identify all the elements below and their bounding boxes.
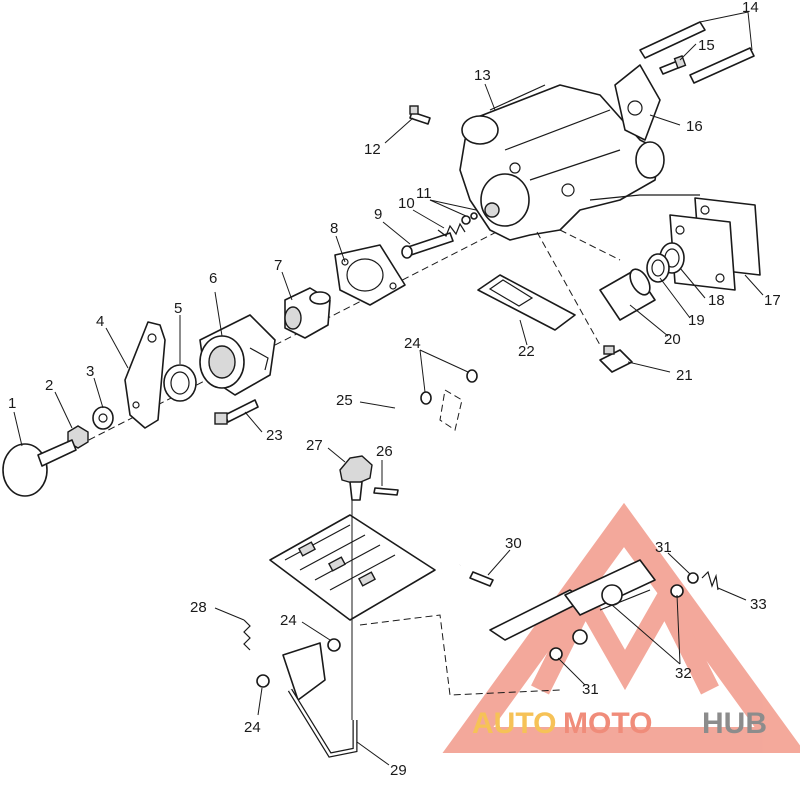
callout-16: 16 [686,118,703,135]
watermark-moto: MOTO [563,707,652,740]
knob-27 [339,455,373,501]
screw-15 [659,55,687,75]
callout-5: 5 [174,300,182,317]
callout-1: 1 [8,395,16,412]
callout-25: 25 [336,392,353,409]
callout-32: 32 [675,665,692,682]
clip-24-mid [256,638,341,688]
plates-17 [669,197,761,291]
callout-3: 3 [86,363,94,380]
carburetor-housing [459,84,700,241]
spring-10 [437,222,466,237]
callout-28: 28 [190,599,207,616]
callout-24-top: 24 [404,335,421,352]
callout-7: 7 [274,257,282,274]
screw-12 [409,105,431,125]
spring-33 [701,570,719,591]
needle-9 [401,232,454,259]
callout-33: 33 [750,596,767,613]
callout-24-mid: 24 [280,612,297,629]
callout-31-bottom: 31 [582,681,599,698]
callout-13: 13 [474,67,491,84]
float-assembly [269,500,436,720]
callout-27: 27 [306,437,323,454]
axis-line-3 [559,229,621,261]
ring-19 [646,253,670,283]
watermark-hub: HUB [702,707,767,740]
callout-17: 17 [764,292,781,309]
callout-4: 4 [96,313,104,330]
callout-15: 15 [698,37,715,54]
axis-line-2 [536,231,601,346]
callout-2: 2 [45,377,53,394]
callout-19: 19 [688,312,705,329]
spring-28 [243,619,251,651]
callout-10: 10 [398,195,415,212]
plate-22 [477,274,576,331]
callout-6: 6 [209,270,217,287]
washer-3 [92,406,114,430]
watermark-auto: AUTO [472,707,556,740]
callout-24-bottom: 24 [244,719,261,736]
clip-24-top [420,369,478,431]
callout-26: 26 [376,443,393,460]
watermark-text: AUTO MOTO HUB [472,707,767,740]
callout-14: 14 [742,0,759,16]
rod-25 [391,398,472,566]
washer-5 [163,364,197,402]
callout-29: 29 [390,762,407,779]
orings-11 [461,212,478,225]
clip-30 [469,571,494,587]
callout-11: 11 [416,185,432,202]
callout-labels: 1 2 3 4 5 6 7 8 9 10 11 12 13 14 15 16 1… [8,0,781,779]
throttle-assembly [489,559,656,645]
watermark-logo [442,502,800,753]
cylinder-20 [599,268,656,321]
screw-23 [214,399,259,425]
body-6 [199,314,276,396]
pins [639,11,755,84]
gasket-8 [334,244,406,306]
pin-26 [373,487,399,496]
callout-18: 18 [708,292,725,309]
knob-1 [2,439,77,497]
bracket-16 [614,64,661,141]
callout-20: 20 [664,331,681,348]
callout-21: 21 [676,367,693,384]
callout-22: 22 [518,343,535,360]
callout-8: 8 [330,220,338,237]
callout-12: 12 [364,141,381,158]
leader-lines [13,43,764,766]
piece-7 [284,287,331,339]
callout-23: 23 [266,427,283,444]
callout-31-top: 31 [655,539,672,556]
lever-29 [282,642,358,758]
fitting-21 [599,345,633,373]
clips-31 [549,572,699,661]
callout-30: 30 [505,535,522,552]
callout-9: 9 [374,206,382,223]
lever-4 [124,321,166,429]
